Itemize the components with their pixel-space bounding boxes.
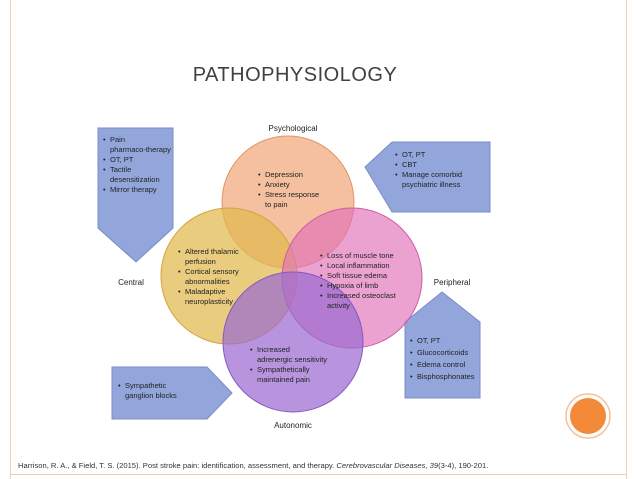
list-item: perfusion [185, 257, 216, 266]
list-item: Local inflammation [327, 261, 390, 270]
citation: Harrison, R. A., & Field, T. S. (2015). … [18, 461, 618, 470]
bullet: • [320, 251, 323, 260]
list-item: desensitization [110, 175, 160, 184]
list-item: maintained pain [257, 375, 310, 384]
bullet: • [250, 345, 253, 354]
label-central: Central [118, 278, 144, 287]
frame-left-line [10, 0, 11, 479]
bullet: • [395, 160, 398, 169]
list-item: Edema control [417, 360, 466, 369]
list-item: Increased [257, 345, 290, 354]
bullet: • [103, 165, 106, 174]
list-item: Hypoxia of limb [327, 281, 378, 290]
list-item: OT, PT [417, 336, 441, 345]
citation-issue: (3-4), 190-201. [438, 461, 489, 470]
autonomic-treatment-arrow-box [111, 366, 233, 420]
list-item: Loss of muscle tone [327, 251, 394, 260]
bullet: • [320, 281, 323, 290]
bullet: • [118, 381, 121, 390]
list-item: Cortical sensory [185, 267, 239, 276]
peripheral-treatment-text: • OT, PT • Glucocorticoids • Edema contr… [410, 336, 475, 381]
list-item: Sympathetically [257, 365, 310, 374]
list-item: Sympathetic [125, 381, 167, 390]
list-item: activity [327, 301, 350, 310]
list-item: Soft tissue edema [327, 271, 388, 280]
list-item: to pain [265, 200, 288, 209]
list-item: abnormalities [185, 277, 230, 286]
autonomic-circle [222, 271, 364, 413]
list-item: Manage comorbid [402, 170, 462, 179]
list-item: neuroplasticity [185, 297, 233, 306]
citation-authors: Harrison, R. A., & Field, T. S. (2015). … [18, 461, 337, 470]
bullet: • [320, 261, 323, 270]
bullet: • [178, 247, 181, 256]
central-treatment-text: • Pain pharmaco-therapy • OT, PT • Tacti… [103, 135, 171, 194]
list-item: Maladaptive [185, 287, 225, 296]
bullet: • [410, 372, 413, 381]
bullet: • [395, 150, 398, 159]
list-item: Increased osteoclast [327, 291, 397, 300]
bullet: • [250, 365, 253, 374]
bullet: • [258, 180, 261, 189]
list-item: OT, PT [110, 155, 134, 164]
psychological-treatment-text: • OT, PT • CBT • Manage comorbid psychia… [395, 150, 462, 189]
list-item: Mirror therapy [110, 185, 157, 194]
bullet: • [178, 267, 181, 276]
list-item: CBT [402, 160, 417, 169]
bullet: • [258, 170, 261, 179]
bullet: • [103, 135, 106, 144]
citation-journal: Cerebrovascular Diseases, 39 [336, 461, 439, 470]
central-circle-text: • Altered thalamic perfusion • Cortical … [178, 247, 239, 306]
list-item: Anxiety [265, 180, 290, 189]
frame-right-line [626, 0, 627, 479]
list-item: Altered thalamic [185, 247, 239, 256]
bullet: • [320, 271, 323, 280]
central-treatment-arrow-box [97, 127, 174, 263]
list-item: Glucocorticoids [417, 348, 469, 357]
peripheral-treatment-arrow-box [404, 291, 481, 399]
list-item: pharmaco-therapy [110, 145, 171, 154]
list-item: Tactile [110, 165, 131, 174]
label-psychological: Psychological [269, 124, 318, 133]
slide-title: PATHOPHYSIOLOGY [192, 64, 398, 86]
bullet: • [103, 155, 106, 164]
list-item: ganglion blocks [125, 391, 177, 400]
psychological-circle-text: • Depression • Anxiety • Stress response… [258, 170, 319, 209]
list-item: Pain [110, 135, 125, 144]
list-item: adrenergic sensitivity [257, 355, 327, 364]
label-autonomic: Autonomic [274, 421, 312, 430]
bullet: • [410, 336, 413, 345]
bullet: • [410, 360, 413, 369]
list-item: OT, PT [402, 150, 426, 159]
frame-bottom-line [10, 474, 627, 475]
bullet: • [258, 190, 261, 199]
autonomic-treatment-text: • Sympathetic ganglion blocks [118, 381, 177, 400]
peripheral-circle-text: • Loss of muscle tone • Local inflammati… [320, 251, 397, 310]
bullet: • [178, 287, 181, 296]
list-item: Depression [265, 170, 303, 179]
decorative-orange-circle [570, 398, 606, 434]
list-item: Bisphosphonates [417, 372, 475, 381]
bullet: • [395, 170, 398, 179]
bullet: • [103, 185, 106, 194]
decorative-orange-ring [565, 393, 611, 439]
autonomic-circle-text: • Increased adrenergic sensitivity • Sym… [250, 345, 327, 384]
psychological-treatment-arrow-box [364, 141, 491, 213]
label-peripheral: Peripheral [434, 278, 471, 287]
bullet: • [410, 348, 413, 357]
bullet: • [320, 291, 323, 300]
list-item: Stress response [265, 190, 319, 199]
list-item: psychiatric illness [402, 180, 461, 189]
